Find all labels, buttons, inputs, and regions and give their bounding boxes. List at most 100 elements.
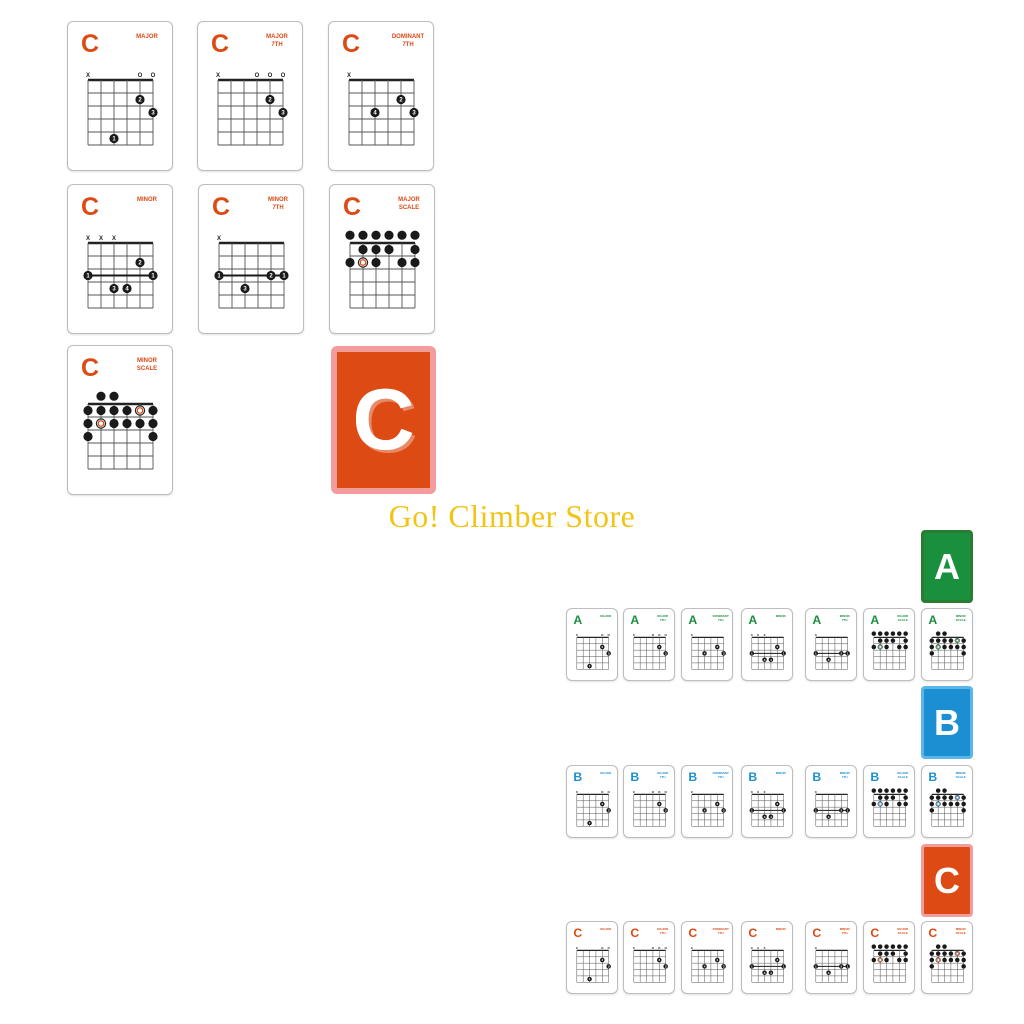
fretboard-diagram: [871, 944, 908, 983]
card-chord-name: MINOR SCALE: [955, 613, 966, 622]
finger-number: 2: [716, 802, 718, 806]
card-letter: A: [812, 612, 822, 627]
muted-string-marker: X: [691, 633, 693, 637]
scale-note-dot: [961, 808, 966, 813]
scale-note-dot: [903, 788, 908, 793]
finger-dot: [600, 957, 605, 963]
card-letter: C: [81, 193, 100, 221]
scale-note-dot: [961, 795, 966, 800]
scale-note-dot: [384, 244, 394, 255]
finger-dot: [775, 957, 780, 963]
card-chord-name: MAJOR SCALE: [897, 613, 909, 622]
finger-dot: [826, 657, 831, 662]
finger-number: 2: [138, 98, 142, 104]
finger-dot: [721, 808, 726, 813]
scale-note-dot: [877, 638, 883, 643]
finger-dot: [749, 651, 755, 656]
card-letter: B: [748, 769, 758, 784]
scale-note-dot: [884, 944, 889, 949]
finger-number: 3: [151, 111, 155, 117]
finger-dot: [370, 107, 380, 118]
card-chord-name: MINOR 7th: [839, 613, 850, 622]
scale-note-dot: [942, 644, 947, 650]
scale-note-dot: [345, 257, 355, 268]
scale-note-dot: [871, 801, 877, 807]
finger-number: 1: [783, 651, 785, 655]
card-chord-name: MAJOR: [600, 926, 612, 931]
finger-dot: [749, 964, 755, 969]
finger-number: 2: [776, 802, 778, 806]
cover-card-a: A: [921, 530, 973, 603]
muted-string-marker: X: [99, 236, 103, 242]
finger-dot: [781, 651, 786, 656]
card-chord-name: MINOR: [775, 613, 786, 618]
finger-dot: [214, 270, 224, 281]
card-chord-name: MINOR: [775, 770, 786, 775]
finger-number: 1: [86, 274, 90, 280]
finger-number: 2: [776, 645, 778, 649]
scale-note-dot: [890, 638, 896, 643]
finger-dot: [845, 808, 850, 813]
finger-number: 3: [112, 287, 116, 293]
featured-cover-card: C: [331, 346, 436, 494]
scale-note-dot: [961, 651, 966, 656]
finger-dot: [839, 964, 844, 969]
card-letter: B: [630, 769, 640, 784]
finger-number: 4: [770, 658, 772, 662]
finger-number: 1: [589, 977, 591, 981]
finger-number: 3: [665, 651, 667, 655]
finger-number: 2: [658, 958, 660, 962]
finger-number: 1: [783, 964, 785, 968]
card-chord-name: MAJOR: [600, 613, 612, 618]
finger-dot: [826, 970, 831, 975]
open-string-marker: O: [601, 633, 604, 637]
card-chord-name: MAJOR: [600, 770, 612, 775]
open-string-marker: O: [607, 790, 610, 794]
finger-dot: [721, 964, 726, 969]
fretboard-diagram: [871, 788, 908, 827]
finger-number: 2: [776, 958, 778, 962]
finger-number: 2: [716, 958, 718, 962]
scale-note-dot: [109, 418, 119, 429]
finger-number: 3: [723, 808, 725, 812]
scale-note-dot: [935, 944, 941, 949]
root-note-ring: [955, 638, 959, 643]
finger-number: 1: [751, 651, 753, 655]
scale-note-dot: [358, 244, 368, 255]
finger-number: 3: [723, 651, 725, 655]
scale-note-dot: [929, 957, 935, 963]
finger-number: 4: [770, 971, 772, 975]
finger-number: 1: [847, 808, 849, 812]
